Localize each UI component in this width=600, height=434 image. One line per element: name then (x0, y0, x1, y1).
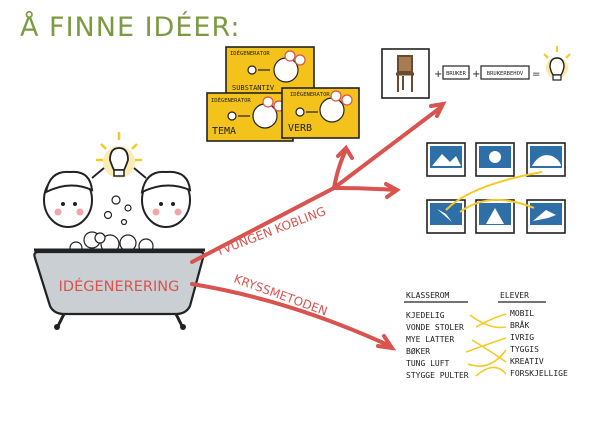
card-2-word: TEMA (212, 126, 236, 137)
kryss-right-item: KREATIV (510, 357, 544, 366)
plus-1: + (434, 69, 442, 80)
kryss-lists: KLASSEROM ELEVER KJEDELIG VONDE STOLER M… (404, 291, 568, 380)
center-label: IDÉGENERERING (59, 278, 180, 295)
kryss-left-item: MYE LATTER (406, 335, 454, 344)
kryss-left-item: BØKER (406, 346, 430, 356)
kryss-right-item: BRÅK (510, 319, 529, 330)
kryss-right-item: TYGGIS (510, 345, 539, 354)
brukerbehov-label: BRUKERBEHOV (487, 71, 524, 77)
photo-links (445, 171, 543, 213)
equals-sign: = (532, 69, 540, 80)
card-substantiv (225, 46, 315, 96)
kryss-right-item: IVRIG (510, 333, 534, 342)
equation-row: + BRUKER + BRUKERBEHOV = (381, 46, 571, 99)
chair-icon (396, 55, 414, 92)
card-1-word: SUBSTANTIV (232, 84, 275, 92)
kryss-left-item: TUNG LUFT (406, 359, 450, 368)
card-tema (206, 92, 294, 142)
left-person-icon (43, 170, 94, 228)
arrows (190, 101, 447, 351)
page-title: Å FINNE IDÉER: (20, 12, 241, 43)
idea-lightbulb-icon (543, 46, 571, 81)
kryss-left-item: KJEDELIG (406, 311, 445, 320)
card-3-word: VERB (288, 123, 312, 134)
bathtub-illustration (33, 132, 205, 330)
idea-generator-cards: IDÉGENERATOR SUBSTANTIV IDÉGENERATOR TEM… (206, 46, 360, 142)
photo-grid (426, 142, 566, 234)
kryss-connectors (465, 313, 507, 377)
branch-tvungen-kobling: TVUNGEN KOBLING (213, 204, 328, 259)
bruker-label: BRUKER (446, 71, 467, 77)
card-3-top: IDÉGENERATOR (290, 90, 330, 98)
card-verb (281, 87, 360, 139)
right-person-icon (140, 170, 192, 228)
kryss-left-item: VONDE STOLER (406, 323, 464, 332)
plus-2: + (472, 69, 480, 80)
kryss-right-item: MOBIL (510, 309, 534, 318)
kryss-right-item: FORSKJELLIGE (510, 369, 568, 378)
kryss-right-header: ELEVER (500, 291, 529, 300)
lightbulb-icon (96, 132, 142, 178)
card-1-top: IDÉGENERATOR (230, 49, 270, 57)
card-2-top: IDÉGENERATOR (211, 96, 251, 104)
kryss-left-item: STYGGE PULTER (406, 371, 469, 380)
kryss-left-header: KLASSEROM (406, 291, 450, 300)
